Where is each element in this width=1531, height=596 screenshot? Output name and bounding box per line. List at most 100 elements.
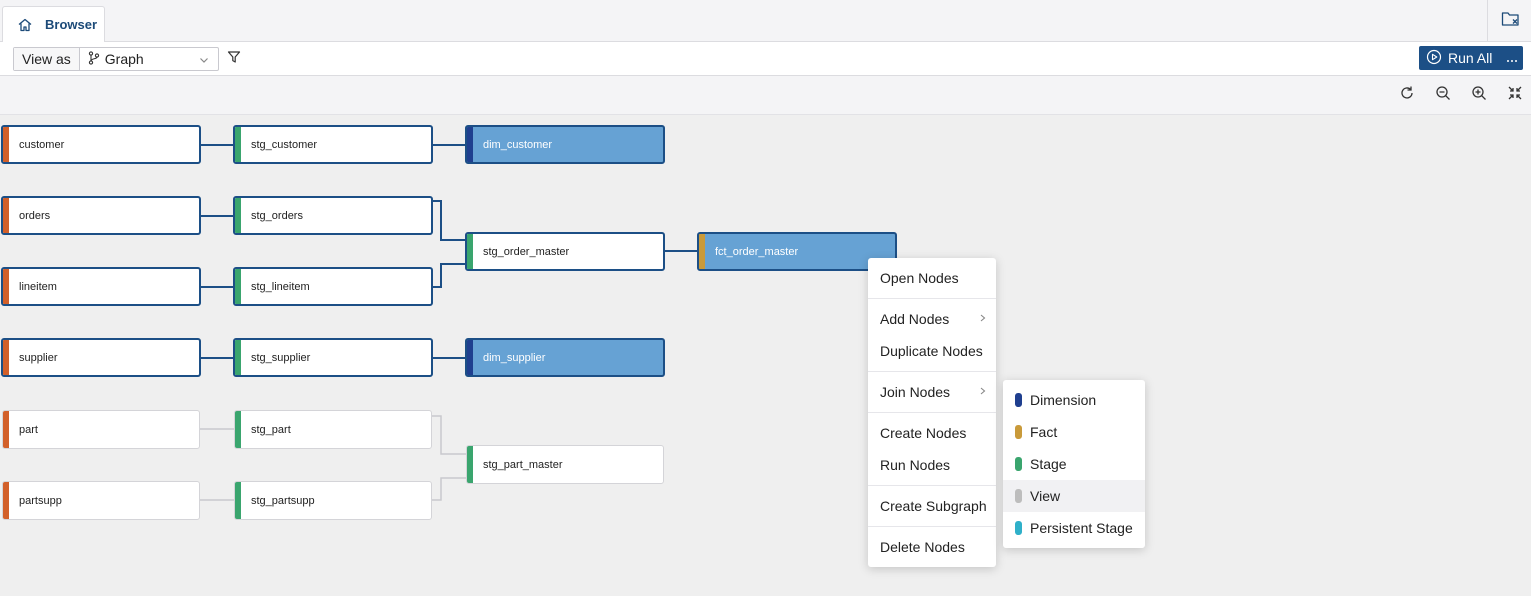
tab-bar: Browser <box>0 0 1531 42</box>
run-all-button[interactable]: Run All <box>1419 46 1523 70</box>
menu-separator <box>868 526 996 527</box>
node-stg-supplier[interactable]: stg_supplier <box>233 338 433 377</box>
zoom-in-icon <box>1471 85 1487 106</box>
zoom-out-icon <box>1435 85 1451 106</box>
node-context-menu: Open Nodes Add Nodes Duplicate Nodes Joi… <box>868 258 996 567</box>
run-all-label: Run All <box>1448 50 1493 66</box>
edge-stg-part-part-master <box>432 415 467 455</box>
node-stg-part[interactable]: stg_part <box>234 410 432 449</box>
node-label: dim_customer <box>483 138 553 151</box>
node-stg-order-master[interactable]: stg_order_master <box>465 232 665 271</box>
menu-separator <box>868 485 996 486</box>
view-as-value: Graph <box>104 51 144 67</box>
node-label: stg_orders <box>251 209 303 222</box>
run-all-more-icon[interactable] <box>1501 46 1523 70</box>
menu-open-nodes[interactable]: Open Nodes <box>868 262 996 294</box>
submenu-item-label: Dimension <box>1030 392 1097 408</box>
node-type-submenu: Dimension Fact Stage View Persistent Sta… <box>1003 380 1145 548</box>
node-customer[interactable]: customer <box>1 125 201 164</box>
menu-item-label: Add Nodes <box>880 311 950 327</box>
home-icon <box>17 17 33 33</box>
submenu-stage[interactable]: Stage <box>1003 448 1145 480</box>
graph-toolbar: View as Graph Run All <box>0 42 1531 76</box>
menu-create-nodes[interactable]: Create Nodes <box>868 417 996 449</box>
node-label: lineitem <box>19 280 57 293</box>
zoom-toolbar <box>0 76 1531 115</box>
view-swatch <box>1015 489 1022 503</box>
stage-swatch <box>1015 457 1022 471</box>
refresh-icon <box>1399 85 1415 106</box>
collapse-arrows-icon <box>1507 85 1523 106</box>
tab-divider <box>1487 0 1488 42</box>
node-label: stg_part <box>251 423 291 436</box>
node-label: stg_partsupp <box>251 494 315 507</box>
menu-item-label: Duplicate Nodes <box>880 343 983 359</box>
menu-item-label: Create Subgraph <box>880 498 987 514</box>
node-label: part <box>19 423 38 436</box>
menu-create-subgraph[interactable]: Create Subgraph <box>868 490 996 522</box>
node-part[interactable]: part <box>2 410 200 449</box>
submenu-item-label: View <box>1030 488 1061 504</box>
node-stg-partsupp[interactable]: stg_partsupp <box>234 481 432 520</box>
graph-canvas[interactable]: customer stg_customer dim_customer order… <box>0 116 1531 596</box>
graph-branch-icon <box>88 50 100 68</box>
menu-run-nodes[interactable]: Run Nodes <box>868 449 996 481</box>
edge-stg-lineitem-stg-order-master <box>432 263 466 288</box>
menu-item-label: Join Nodes <box>880 384 951 400</box>
node-partsupp[interactable]: partsupp <box>2 481 200 520</box>
node-label: stg_part_master <box>483 458 563 471</box>
node-dim-supplier[interactable]: dim_supplier <box>465 338 665 377</box>
menu-separator <box>868 298 996 299</box>
menu-item-label: Open Nodes <box>880 270 959 286</box>
menu-item-label: Run Nodes <box>880 457 951 473</box>
node-label: stg_lineitem <box>251 280 310 293</box>
menu-join-nodes[interactable]: Join Nodes <box>868 376 996 408</box>
tab-browser-label: Browser <box>45 17 98 32</box>
submenu-view[interactable]: View <box>1003 480 1145 512</box>
menu-separator <box>868 412 996 413</box>
folder-close-button[interactable] <box>1500 10 1522 32</box>
submenu-fact[interactable]: Fact <box>1003 416 1145 448</box>
view-as-select[interactable]: Graph <box>80 48 218 70</box>
view-as-control: View as Graph <box>13 47 219 71</box>
node-orders[interactable]: orders <box>1 196 201 235</box>
filter-icon <box>227 50 241 69</box>
fact-swatch <box>1015 425 1022 439</box>
node-label: stg_customer <box>251 138 318 151</box>
fit-view-button[interactable] <box>1506 86 1524 104</box>
node-stg-orders[interactable]: stg_orders <box>233 196 433 235</box>
node-stg-part-master[interactable]: stg_part_master <box>466 445 664 484</box>
submenu-persistent-stage[interactable]: Persistent Stage <box>1003 512 1145 544</box>
node-label: dim_supplier <box>483 351 546 364</box>
submenu-dimension[interactable]: Dimension <box>1003 384 1145 416</box>
node-label: partsupp <box>19 494 62 507</box>
node-label: stg_order_master <box>483 245 570 258</box>
filter-button[interactable] <box>225 50 243 68</box>
menu-add-nodes[interactable]: Add Nodes <box>868 303 996 335</box>
node-dim-customer[interactable]: dim_customer <box>465 125 665 164</box>
refresh-button[interactable] <box>1398 86 1416 104</box>
node-supplier[interactable]: supplier <box>1 338 201 377</box>
graph-edges <box>200 144 698 501</box>
zoom-out-button[interactable] <box>1434 85 1452 106</box>
folder-x-icon <box>1501 10 1521 33</box>
node-lineitem[interactable]: lineitem <box>1 267 201 306</box>
persistent-stage-swatch <box>1015 521 1022 535</box>
tab-browser[interactable]: Browser <box>2 6 105 42</box>
menu-duplicate-nodes[interactable]: Duplicate Nodes <box>868 335 996 367</box>
run-all-main[interactable]: Run All <box>1419 46 1492 70</box>
node-label: customer <box>19 138 65 151</box>
node-stg-customer[interactable]: stg_customer <box>233 125 433 164</box>
zoom-in-button[interactable] <box>1470 85 1488 106</box>
node-stg-lineitem[interactable]: stg_lineitem <box>233 267 433 306</box>
edge-stg-orders-stg-order-master <box>432 200 466 241</box>
chevron-right-icon <box>979 311 987 328</box>
edge-stg-partsupp-part-master <box>432 477 467 501</box>
menu-item-label: Create Nodes <box>880 425 967 441</box>
node-label: orders <box>19 209 51 222</box>
menu-delete-nodes[interactable]: Delete Nodes <box>868 531 996 563</box>
view-as-label: View as <box>14 48 80 70</box>
chevron-right-icon <box>979 384 987 401</box>
menu-item-label: Delete Nodes <box>880 539 965 555</box>
node-fct-order-master[interactable]: fct_order_master <box>697 232 897 271</box>
